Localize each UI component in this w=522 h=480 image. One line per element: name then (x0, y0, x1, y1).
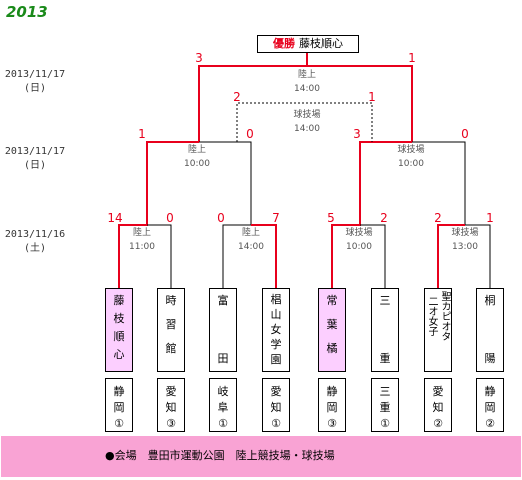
qf2-left-arm (222, 224, 251, 288)
qf2-right-arm (251, 224, 277, 288)
qf2-score-right: 7 (272, 211, 280, 225)
team-box-6: 三重 (371, 288, 399, 372)
semi2-score-left: 3 (353, 127, 361, 141)
champion-box: 優勝藤枝順心 (257, 35, 359, 53)
third-place-bracket (236, 102, 373, 142)
team-box-3: 富田 (209, 288, 237, 372)
team-box-1: 藤枝順心 (105, 288, 133, 372)
date-final: 2013/11/17(日) (4, 69, 66, 94)
qf1-left-arm (118, 224, 147, 288)
semi1-score-left: 1 (138, 127, 146, 141)
team-box-8: 桐陽 (476, 288, 504, 372)
team-box-7: 二オ女子 聖カピオタ (424, 288, 452, 372)
final-score-left: 3 (195, 51, 203, 65)
qf4-score-left: 2 (434, 211, 442, 225)
venue-footer (1, 436, 521, 477)
date-semifinal: 2013/11/17(日) (4, 146, 66, 171)
year-title: 2013 (6, 3, 48, 21)
final-right-arm (307, 65, 413, 142)
semi1-score-right: 0 (246, 127, 254, 141)
champion-label: 優勝 (273, 37, 295, 50)
semi2-score-right: 0 (461, 127, 469, 141)
third-score-right: 1 (368, 90, 376, 104)
qf1-score-left: 14 (107, 211, 123, 225)
date-quarterfinal: 2013/11/16(土) (4, 229, 66, 254)
third-score-left: 2 (233, 90, 241, 104)
qf1-right-arm (147, 224, 172, 288)
final-score-right: 1 (408, 51, 416, 65)
qf2-score-left: 0 (217, 211, 225, 225)
team-box-4: 椙山女学園 (262, 288, 290, 372)
qf3-right-arm (360, 224, 386, 288)
qf1-score-right: 0 (166, 211, 174, 225)
qf3-score-left: 5 (327, 211, 335, 225)
final-left-arm (198, 65, 307, 142)
team-box-5: 常葉橘 (318, 288, 346, 372)
qf3-score-right: 2 (380, 211, 388, 225)
venue-footer-text: ●会場 豊田市運動公園 陸上競技場・球技場 (105, 449, 335, 462)
champion-team: 藤枝順心 (299, 37, 343, 50)
team7-col-left: 二オ女子 (426, 296, 437, 336)
team-box-2: 時習館 (157, 288, 185, 372)
qf3-left-arm (331, 224, 360, 288)
qf4-left-arm (437, 224, 465, 288)
qf4-right-arm (465, 224, 491, 288)
team7-col-right: 聖カピオタ (439, 291, 450, 341)
qf4-score-right: 1 (486, 211, 494, 225)
